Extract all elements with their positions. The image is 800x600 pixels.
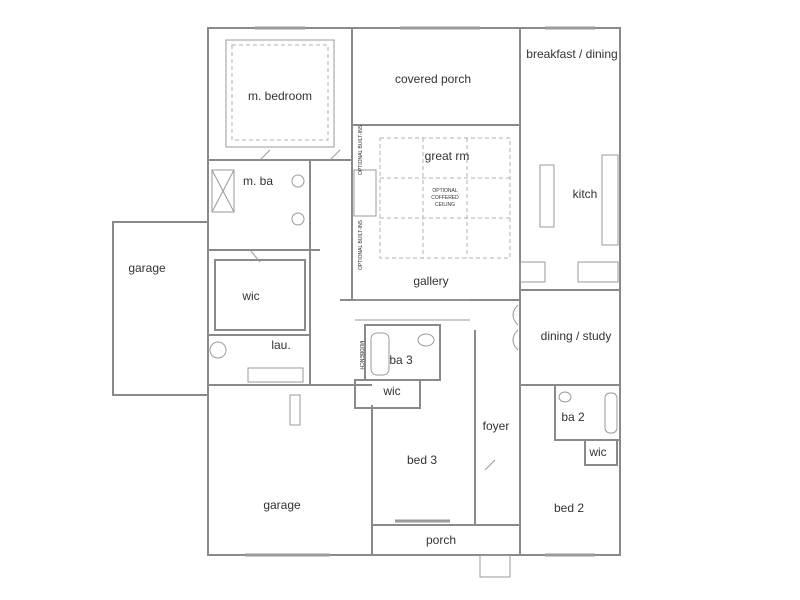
note-optional-builtins-top: OPTIONAL BUILT-INS: [358, 124, 364, 175]
room-dining-study: dining / study: [541, 329, 612, 343]
room-breakfast-dining: breakfast / dining: [526, 47, 617, 61]
room-ba2: ba 2: [561, 410, 585, 424]
room-kitch: kitch: [573, 187, 598, 201]
room-porch: porch: [426, 533, 456, 547]
room-wic-master: wic: [241, 289, 259, 303]
note-mudbench: MUDBENCH: [358, 341, 364, 370]
room-gallery: gallery: [413, 274, 448, 288]
plan-notes: OPTIONAL BUILT-INS OPTIONAL BUILT-INS OP…: [358, 124, 459, 370]
room-bed2: bed 2: [554, 501, 584, 515]
room-great-rm: great rm: [425, 149, 470, 163]
walls: [112, 27, 621, 556]
room-covered-porch: covered porch: [395, 72, 471, 86]
room-m-bedroom: m. bedroom: [248, 89, 312, 103]
room-wic2: wic: [588, 445, 606, 459]
note-optional-builtins-bottom: OPTIONAL BUILT-INS: [358, 219, 364, 270]
room-ba3: ba 3: [389, 353, 413, 367]
details: [209, 26, 619, 578]
room-lau: lau.: [271, 338, 290, 352]
note-coffered-1: OPTIONAL: [432, 188, 458, 194]
room-wic3: wic: [382, 384, 400, 398]
note-coffered-2: COFFERED: [431, 195, 459, 201]
room-garage-side: garage: [128, 261, 166, 275]
room-m-ba: m. ba: [243, 174, 273, 188]
room-bed3: bed 3: [407, 453, 437, 467]
room-garage-main: garage: [263, 498, 301, 512]
room-labels: m. bedroom covered porch breakfast / din…: [128, 47, 617, 547]
note-coffered-3: CEILING: [435, 202, 455, 208]
room-foyer: foyer: [483, 419, 510, 433]
